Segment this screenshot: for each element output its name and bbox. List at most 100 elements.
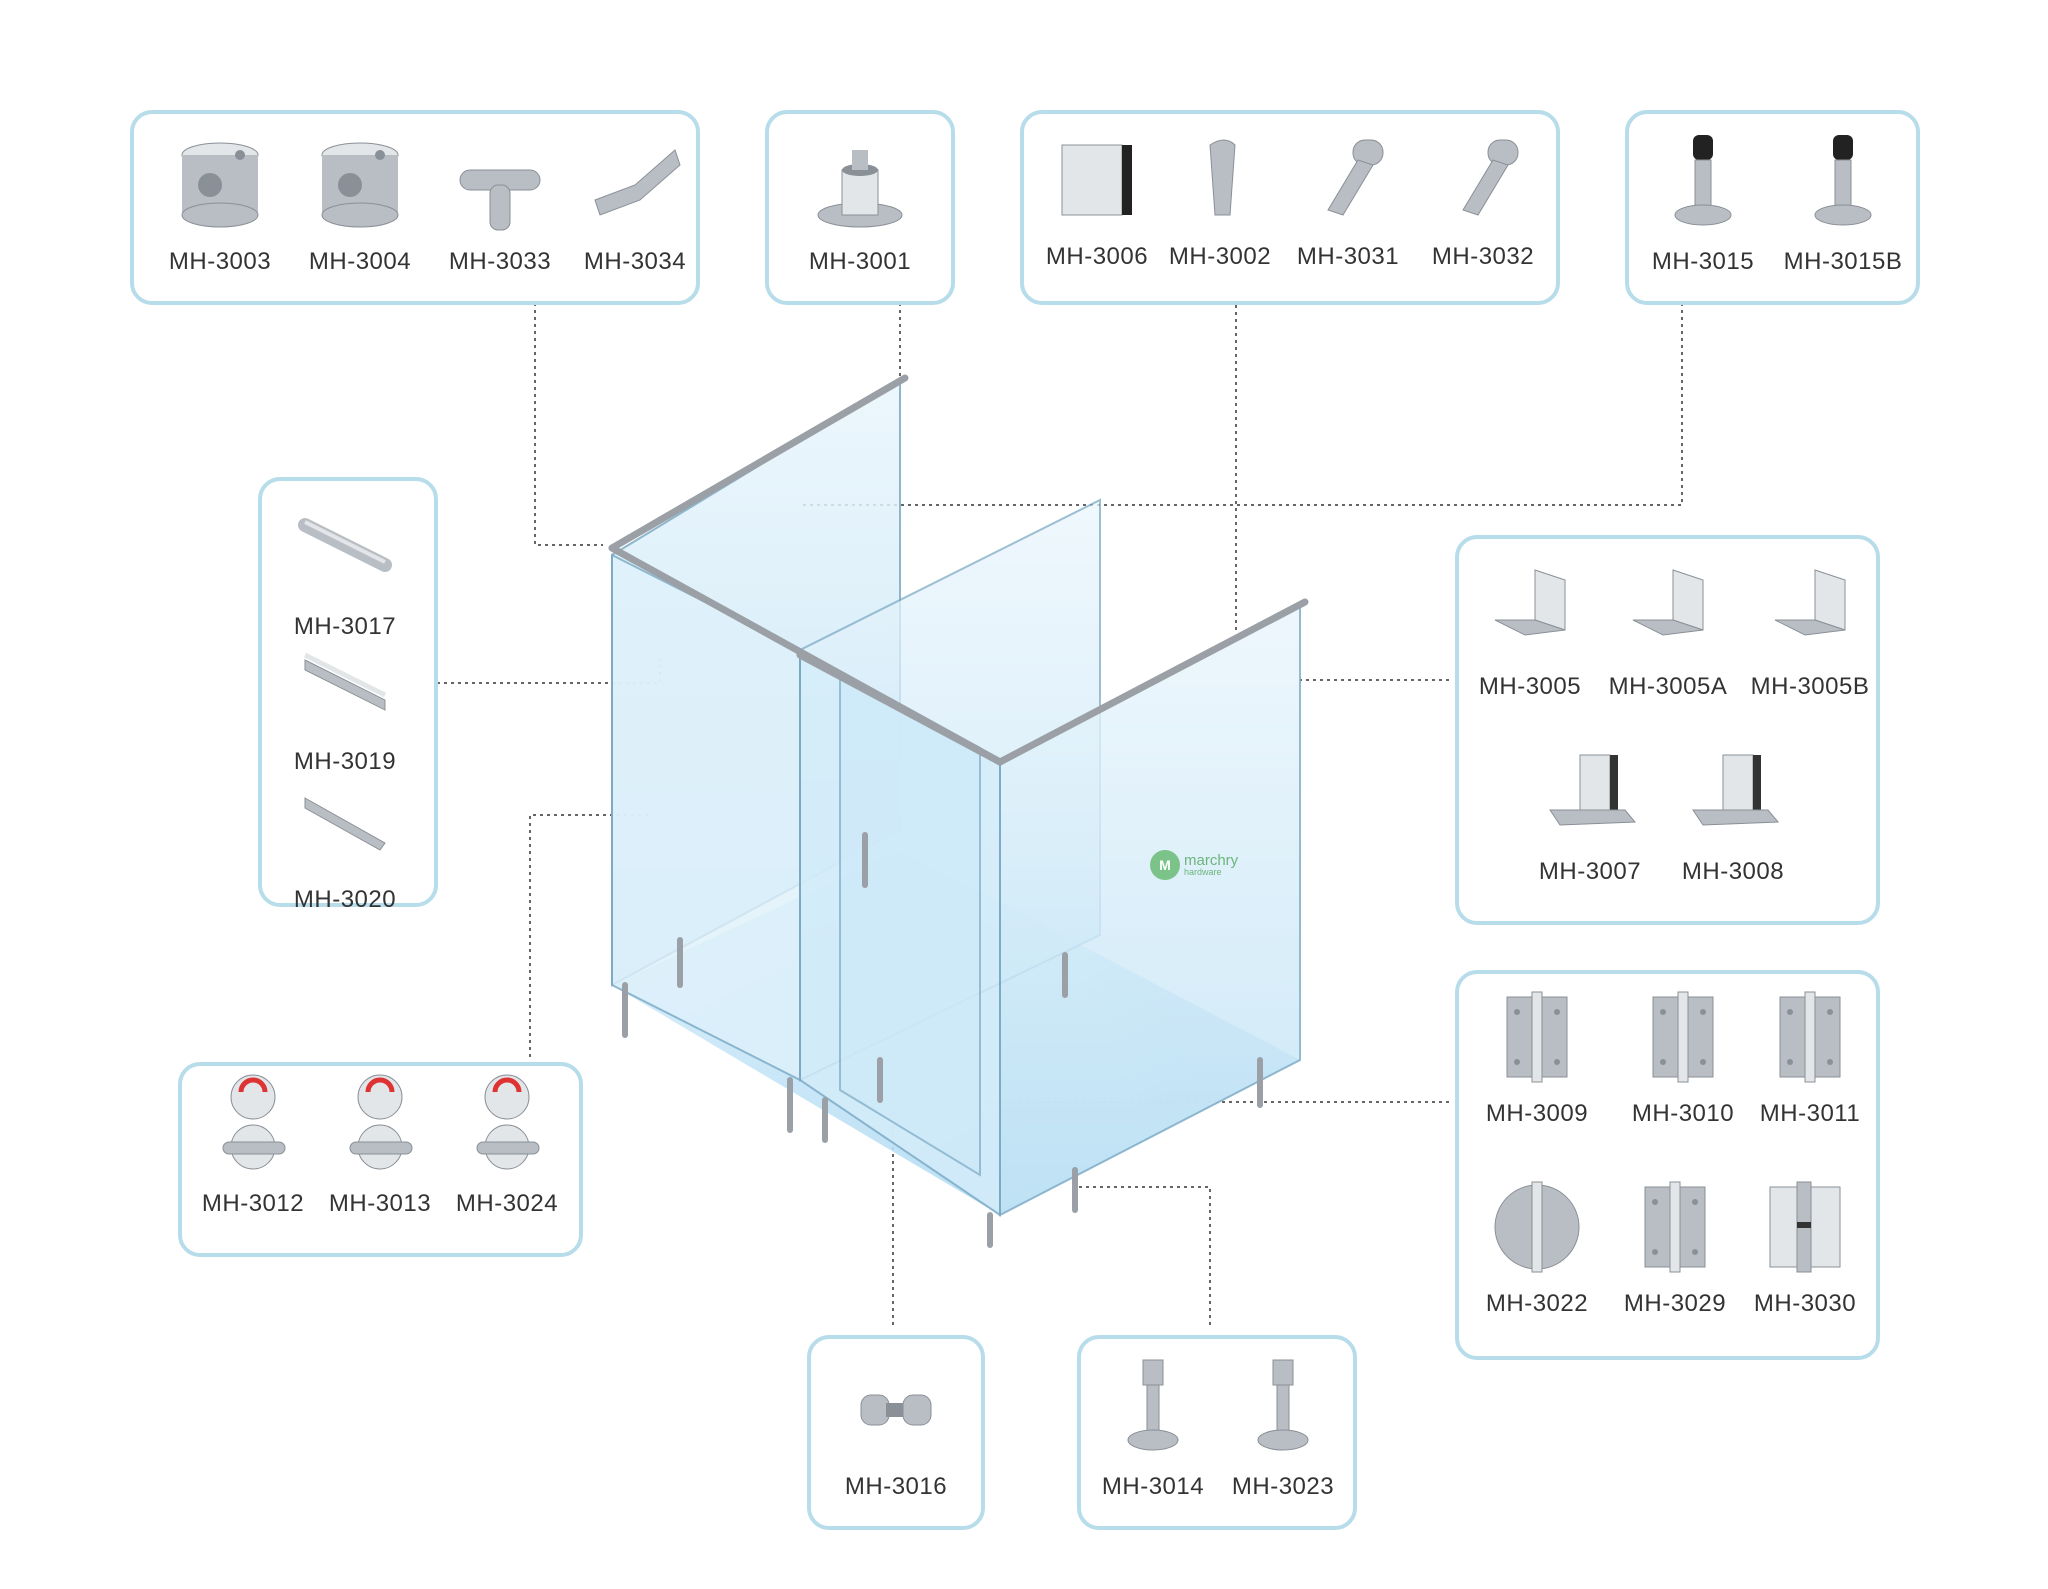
part-label: MH-3012 — [201, 1190, 305, 1217]
part-label: MH-3031 — [1296, 243, 1400, 270]
part-mh-3015: MH-3015 — [1633, 130, 1773, 310]
part-label: MH-3007 — [1538, 858, 1642, 885]
part-mh-3013: MH-3013 — [310, 1072, 450, 1252]
tube-bracket-icon — [1209, 139, 1236, 216]
part-mh-3008: MH-3008 — [1663, 740, 1803, 920]
group-box-knob — [807, 1335, 985, 1530]
hinge-icon — [1644, 1181, 1706, 1273]
part-label: MH-3034 — [583, 248, 687, 275]
knob-handle-icon — [860, 1394, 932, 1426]
indicator-lock-icon — [476, 1074, 540, 1170]
support-legs — [622, 832, 1263, 1248]
cylinder-connector-icon — [321, 142, 399, 228]
support-leg-icon — [1127, 1359, 1179, 1451]
part-label: MH-3015B — [1783, 248, 1903, 275]
hinge-icon — [1779, 991, 1841, 1083]
part-label: MH-3005 — [1478, 673, 1582, 700]
part-mh-3009: MH-3009 — [1467, 982, 1607, 1162]
part-mh-3014: MH-3014 — [1083, 1355, 1223, 1535]
part-label: MH-3023 — [1231, 1473, 1335, 1500]
part-label: MH-3005A — [1608, 673, 1728, 700]
part-mh-3006: MH-3006 — [1027, 125, 1167, 305]
part-mh-3034: MH-3034 — [565, 130, 705, 310]
door-stopper-icon — [1814, 135, 1872, 226]
hinge-icon — [1506, 991, 1568, 1083]
brand-name: marchry — [1184, 852, 1239, 869]
part-label: MH-3010 — [1631, 1100, 1735, 1127]
part-mh-3020: MH-3020 — [275, 768, 415, 948]
part-label: MH-3005B — [1750, 673, 1870, 700]
part-mh-3015b: MH-3015B — [1773, 130, 1913, 310]
elbow-connector-icon — [594, 149, 681, 216]
part-label: MH-3002 — [1168, 243, 1272, 270]
part-label: MH-3015 — [1651, 248, 1755, 275]
support-leg-icon — [1257, 1359, 1309, 1451]
tee-connector-icon — [459, 169, 541, 231]
part-mh-3012: MH-3012 — [183, 1072, 323, 1252]
part-mh-3033: MH-3033 — [430, 130, 570, 310]
part-mh-3011: MH-3011 — [1740, 982, 1880, 1162]
part-label: MH-3024 — [455, 1190, 559, 1217]
round-tube-icon — [298, 518, 392, 572]
part-mh-3005: MH-3005 — [1460, 555, 1600, 735]
part-label: MH-3013 — [328, 1190, 432, 1217]
part-mh-3023: MH-3023 — [1213, 1355, 1353, 1535]
part-label: MH-3020 — [293, 886, 397, 913]
angle-bracket-icon — [1632, 569, 1704, 636]
ceiling-support-icon — [817, 150, 903, 228]
part-label: MH-3022 — [1485, 1290, 1589, 1317]
part-mh-3010: MH-3010 — [1613, 982, 1753, 1162]
part-label: MH-3006 — [1045, 243, 1149, 270]
hinge-icon — [1652, 991, 1714, 1083]
cylinder-connector-icon — [181, 142, 259, 228]
indicator-lock-icon — [222, 1074, 286, 1170]
part-mh-3005a: MH-3005A — [1598, 555, 1738, 735]
angle-bracket-icon — [1774, 569, 1846, 636]
part-label: MH-3016 — [844, 1473, 948, 1500]
part-mh-3003: MH-3003 — [150, 130, 290, 310]
indicator-lock-icon — [349, 1074, 413, 1170]
part-label: MH-3029 — [1623, 1290, 1727, 1317]
part-label: MH-3019 — [293, 748, 397, 775]
part-label: MH-3017 — [293, 613, 397, 640]
part-mh-3032: MH-3032 — [1413, 125, 1553, 305]
part-label: MH-3001 — [808, 248, 912, 275]
part-label: MH-3014 — [1101, 1473, 1205, 1500]
brand-mark: M — [1150, 850, 1180, 880]
rail-bracket-icon — [1462, 139, 1519, 216]
brand-sub: hardware — [1184, 867, 1222, 877]
group-box-legs — [1077, 1335, 1357, 1530]
brand-logo: M marchry hardware — [1150, 850, 1238, 880]
part-mh-3030: MH-3030 — [1735, 1172, 1875, 1352]
head-rails — [608, 374, 1309, 766]
part-label: MH-3003 — [168, 248, 272, 275]
door-stopper-icon — [1674, 135, 1732, 226]
round-hinge-icon — [1494, 1181, 1580, 1273]
u-channel-icon — [303, 652, 387, 711]
door-panel — [839, 670, 981, 1177]
part-mh-3001: MH-3001 — [790, 130, 930, 310]
part-label: MH-3032 — [1431, 243, 1535, 270]
part-mh-3005b: MH-3005B — [1740, 555, 1880, 735]
part-mh-3007: MH-3007 — [1520, 740, 1660, 920]
part-label: MH-3008 — [1681, 858, 1785, 885]
part-mh-3029: MH-3029 — [1605, 1172, 1745, 1352]
group-box-angle-brackets — [1455, 535, 1880, 925]
part-mh-3002: MH-3002 — [1150, 125, 1290, 305]
part-mh-3017: MH-3017 — [275, 495, 415, 675]
part-label: MH-3011 — [1759, 1100, 1861, 1127]
u-bracket-icon — [1692, 754, 1780, 826]
part-label: MH-3009 — [1485, 1100, 1589, 1127]
part-label: MH-3033 — [448, 248, 552, 275]
glass-hinge-icon — [1769, 1181, 1841, 1273]
part-mh-3022: MH-3022 — [1467, 1172, 1607, 1352]
part-mh-3019: MH-3019 — [275, 630, 415, 810]
part-mh-3031: MH-3031 — [1278, 125, 1418, 305]
angle-profile-icon — [304, 797, 386, 851]
angle-bracket-icon — [1494, 569, 1566, 636]
part-label: MH-3030 — [1753, 1290, 1857, 1317]
part-mh-3016: MH-3016 — [826, 1355, 966, 1535]
part-label: MH-3004 — [308, 248, 412, 275]
